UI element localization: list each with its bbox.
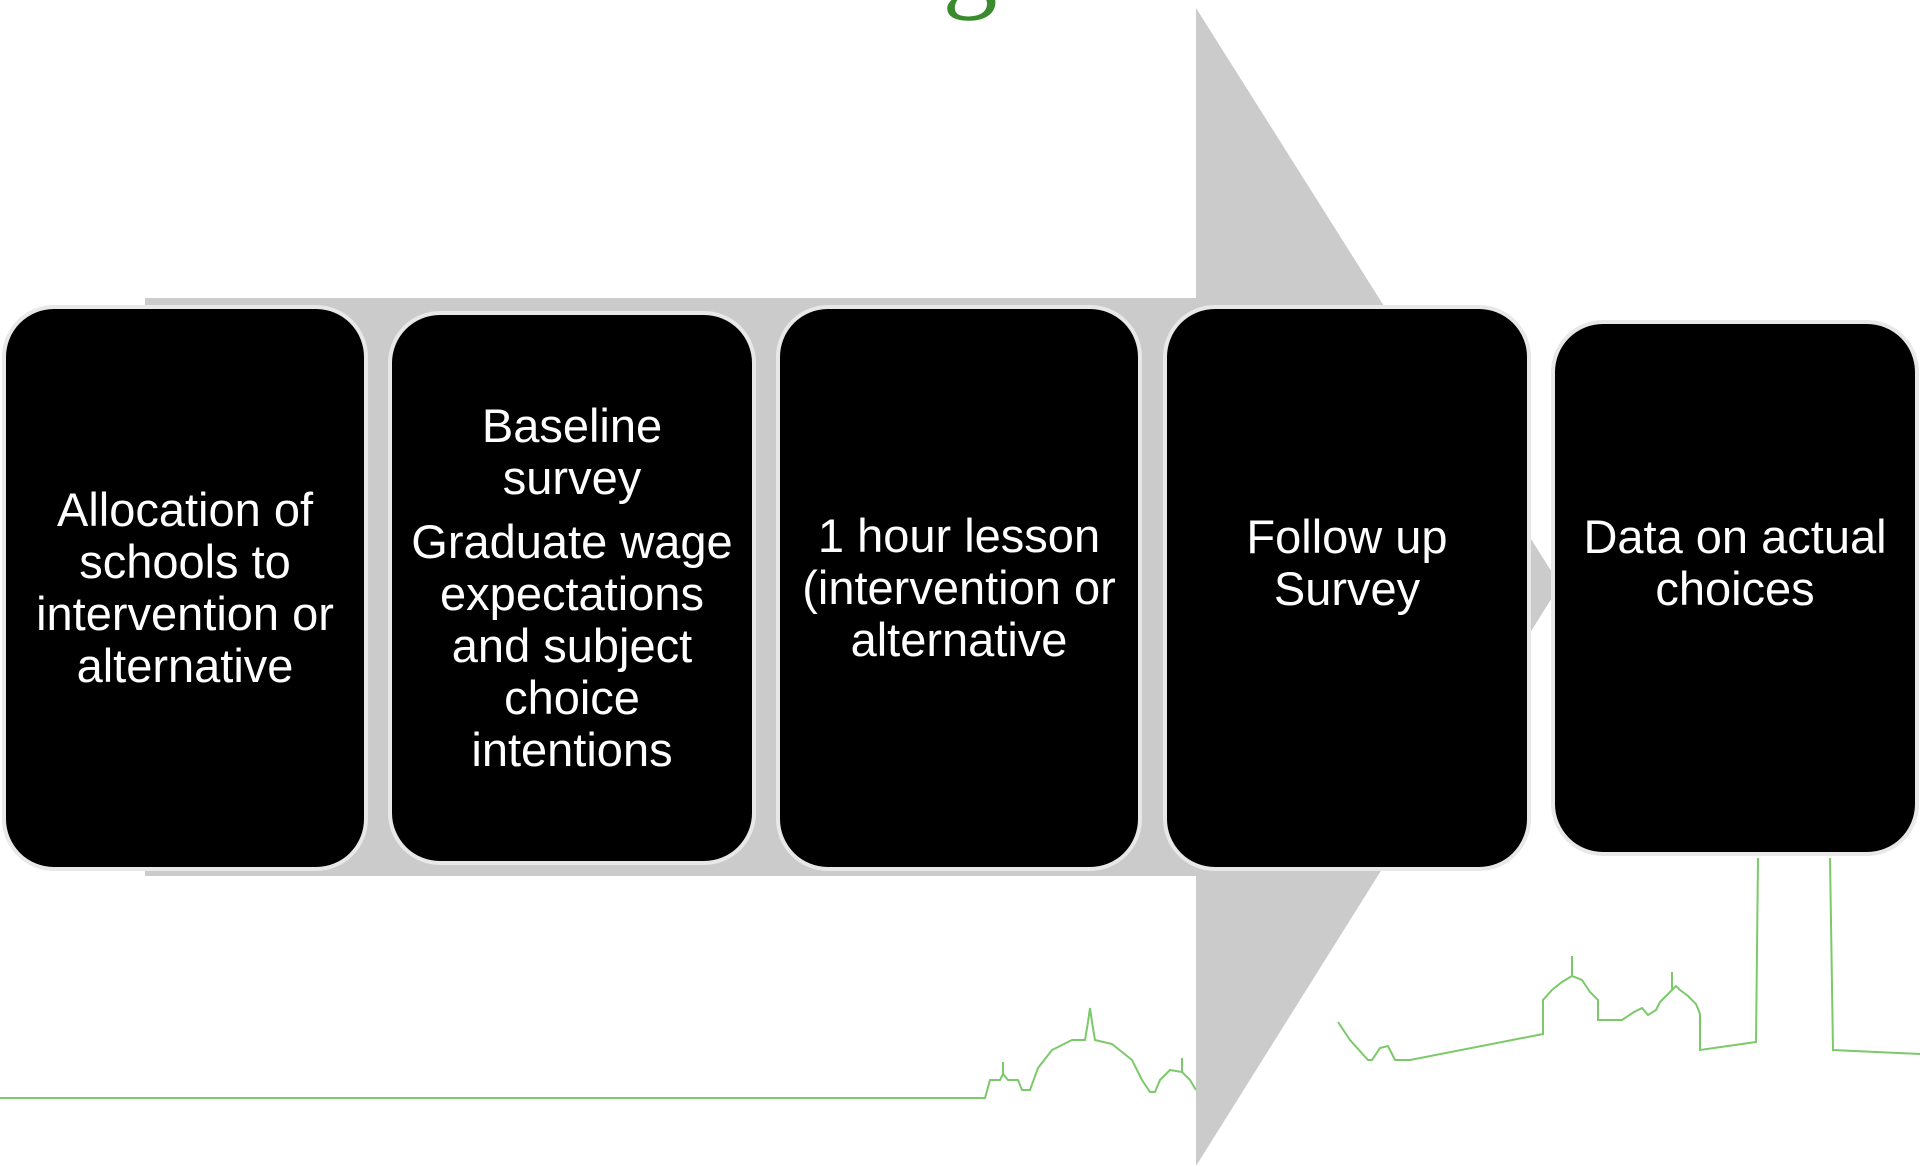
- step-actual-choices: Data on actual choices: [1551, 320, 1919, 856]
- step-allocation: Allocation of schools to intervention or…: [2, 305, 368, 871]
- step-follow-up-survey: Follow up Survey: [1163, 305, 1531, 871]
- step-baseline-survey-title: Baseline survey: [481, 399, 663, 504]
- step-baseline-survey: Baseline survey Graduate wage expectatio…: [388, 311, 756, 865]
- slide-title-fragment: g: [890, 0, 1050, 15]
- step-follow-up-survey-text: Follow up Survey: [1246, 510, 1448, 615]
- step-lesson: 1 hour lesson (intervention or alternati…: [776, 305, 1142, 871]
- step-allocation-text: Allocation of schools to intervention or…: [36, 483, 334, 692]
- step-actual-choices-text: Data on actual choices: [1583, 510, 1887, 615]
- step-baseline-survey-detail: Graduate wage expectations and subject c…: [411, 515, 733, 776]
- skyline-decoration: [0, 857, 1920, 1099]
- step-lesson-text: 1 hour lesson (intervention or alternati…: [802, 509, 1116, 666]
